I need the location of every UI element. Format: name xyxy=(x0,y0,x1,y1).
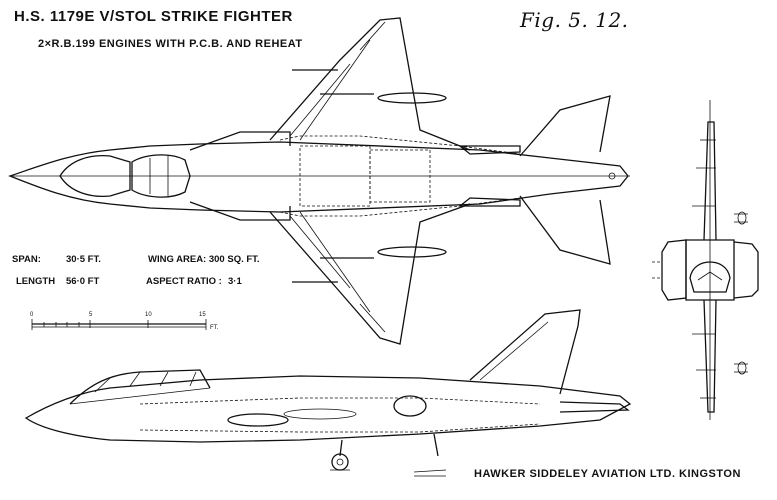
aspect-ratio-value: 3·1 xyxy=(228,276,242,287)
plan-view xyxy=(8,17,630,345)
manufacturer-footer: HAWKER SIDDELEY AVIATION LTD. KINGSTON xyxy=(474,468,741,480)
scale-bar xyxy=(31,319,207,330)
scale-tick-0: 0 xyxy=(30,312,34,318)
span-value: 30·5 FT. xyxy=(66,254,101,265)
aspect-ratio-label: ASPECT RATIO : xyxy=(146,276,222,287)
length-label: LENGTH xyxy=(16,276,56,287)
scale-tick-10: 10 xyxy=(145,312,152,318)
scale-tick-5: 5 xyxy=(89,312,93,318)
front-view xyxy=(650,100,759,420)
scale-tick-15: 15 xyxy=(199,312,206,318)
span-label: SPAN: xyxy=(12,254,41,265)
figure-label: Fig. 5. 12. xyxy=(520,8,629,32)
side-view xyxy=(24,309,632,471)
drawing-title: H.S. 1179E V/STOL STRIKE FIGHTER xyxy=(14,8,293,25)
wing-area-label: WING AREA: 300 SQ. FT. xyxy=(148,254,260,265)
engine-subtitle: 2×R.B.199 ENGINES WITH P.C.B. AND REHEAT xyxy=(38,38,303,50)
length-value: 56·0 FT xyxy=(66,276,100,287)
drawing-number-mark xyxy=(413,469,447,477)
scale-unit: FT. xyxy=(210,325,219,331)
